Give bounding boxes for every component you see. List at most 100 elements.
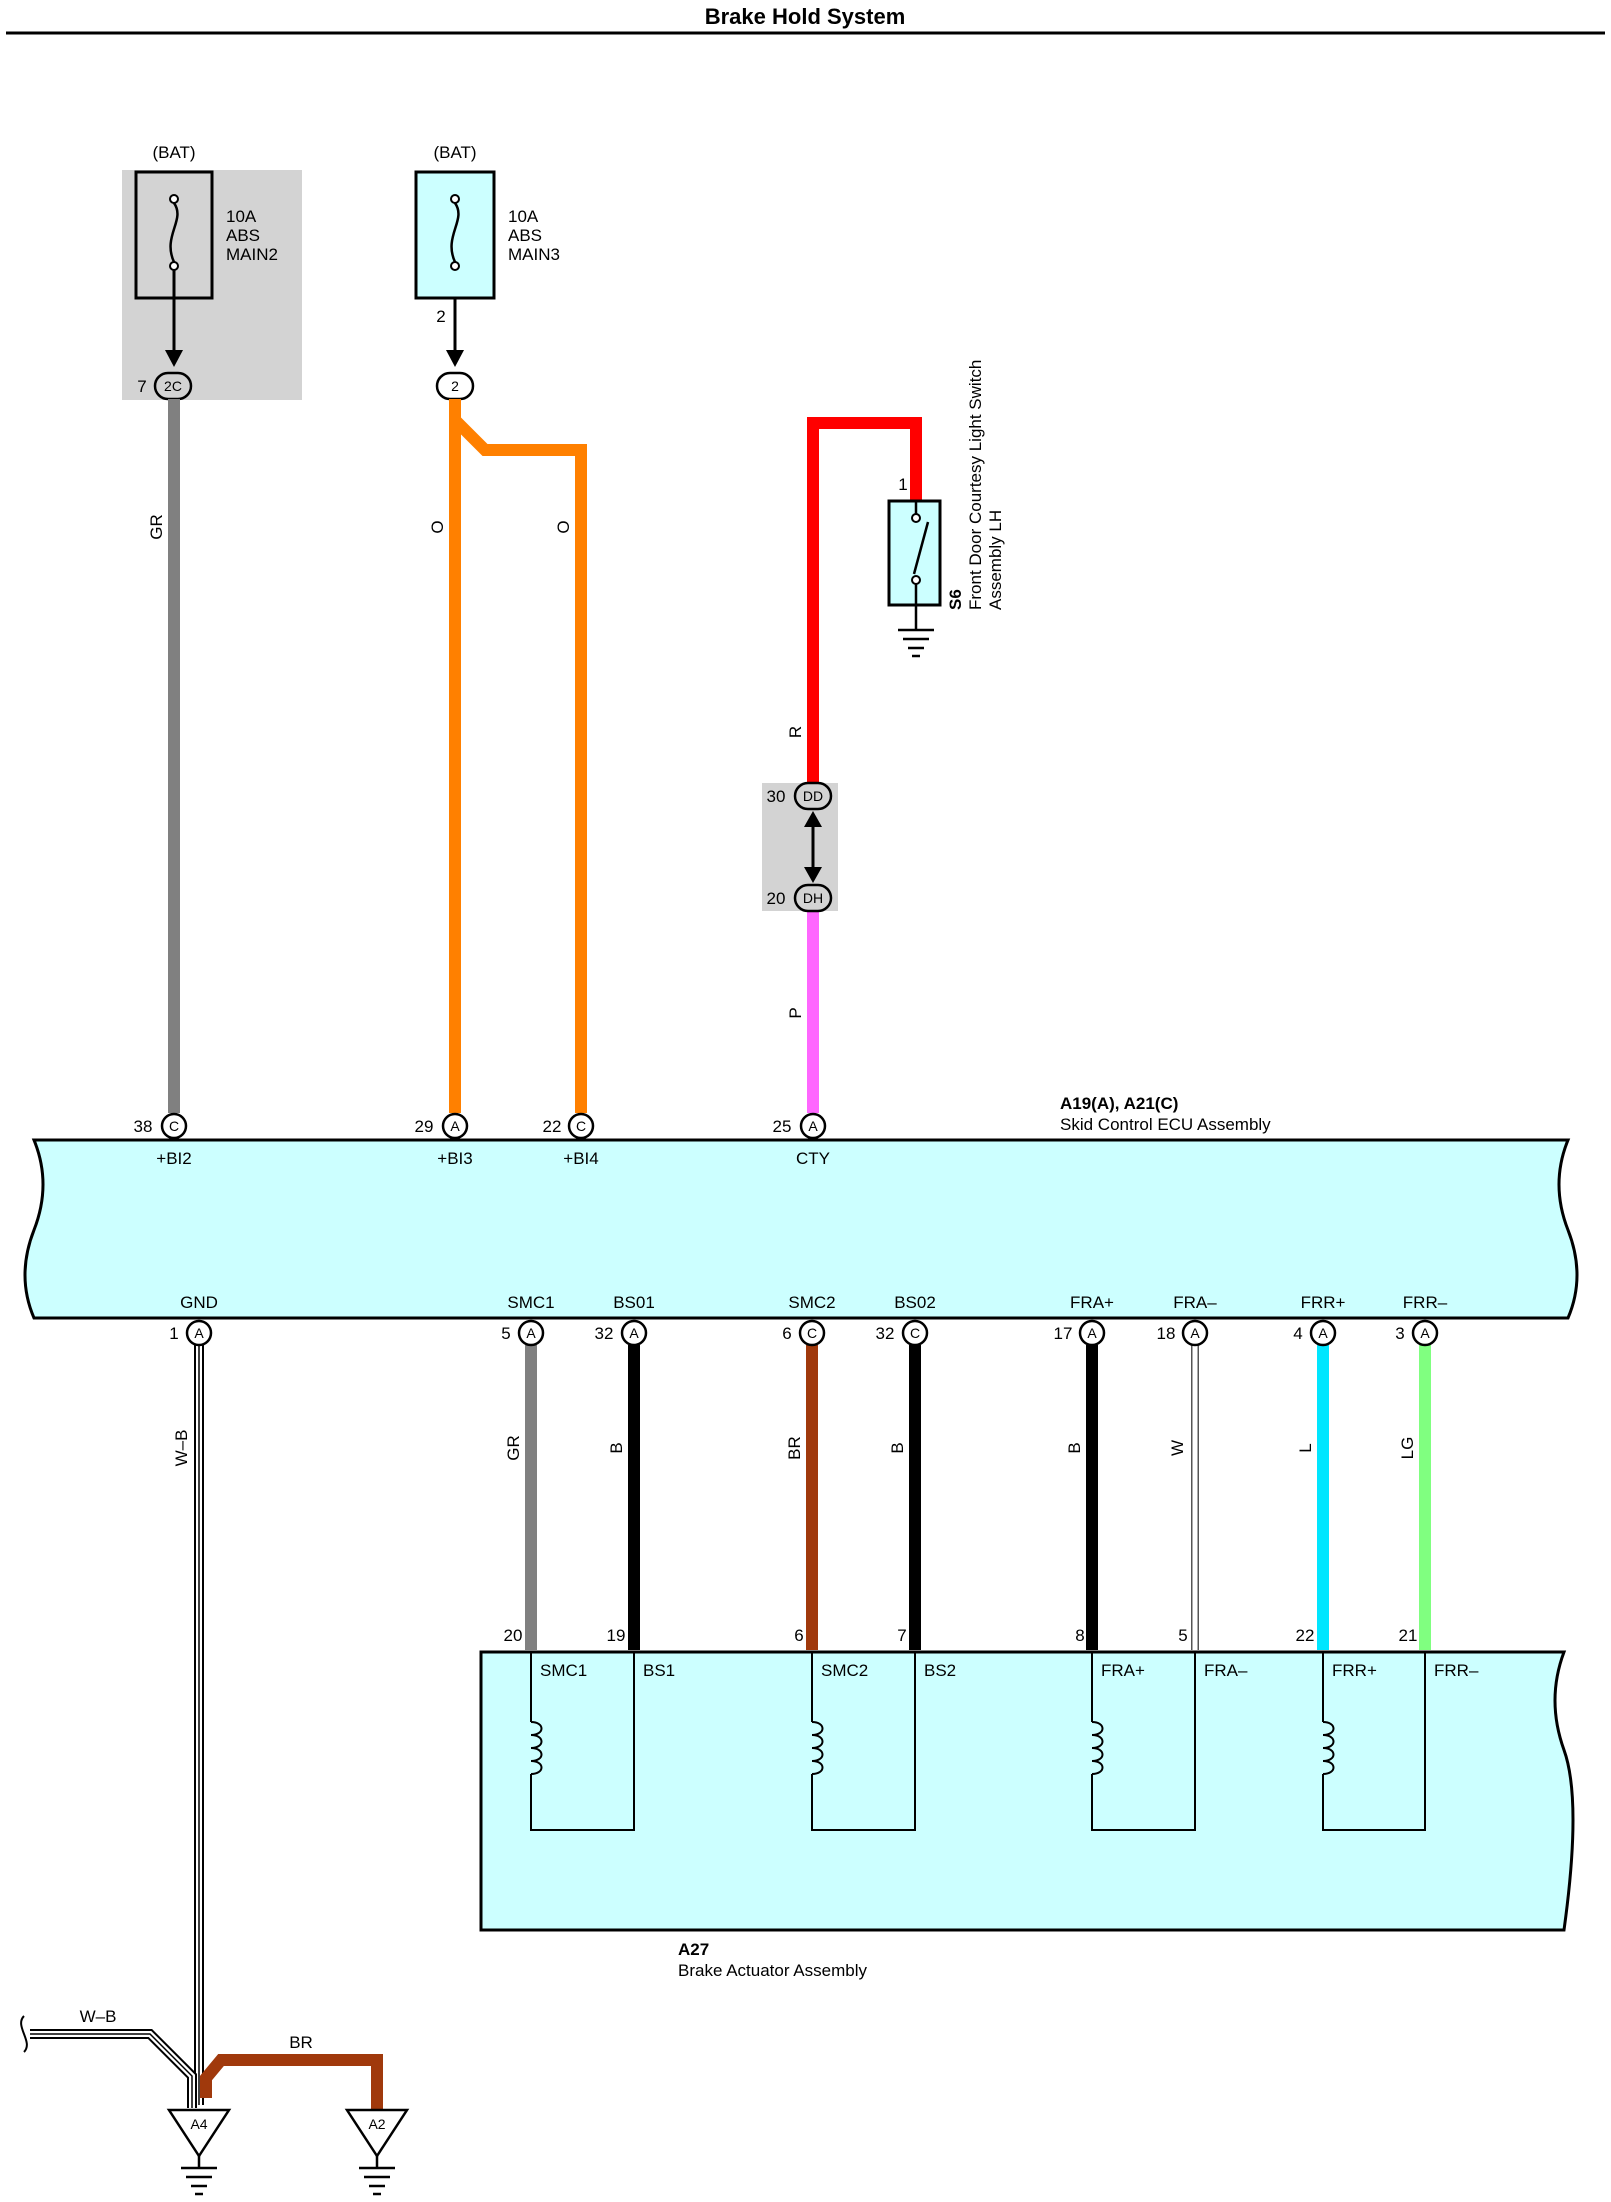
ecu-terminal-frr-minus-pin: 3 [1395, 1324, 1404, 1343]
ecu-terminal-smc2-name: SMC2 [788, 1293, 835, 1312]
wire-r-code: R [786, 726, 805, 738]
junction-bottom-pin: 20 [767, 889, 786, 908]
wire-o-bi3-bi4 [449, 399, 587, 1113]
ecu-terminal-bi3-pin: 29 [415, 1117, 434, 1136]
ground-point-a4-label: A4 [190, 2116, 207, 2132]
wire-b-bs02-code: B [888, 1442, 907, 1453]
fuse2-arrow [446, 350, 464, 367]
ecu-terminal-frr-plus: A 4 [1293, 1319, 1337, 1347]
ecu-terminal-cty-pin: 25 [773, 1117, 792, 1136]
ecu-name: Skid Control ECU Assembly [1060, 1115, 1271, 1134]
actuator-pin-frr-plus: 22 [1296, 1626, 1315, 1645]
fuse-abs-main3: (BAT) 10A ABS MAIN3 2 2 [414, 143, 560, 401]
wire-l-frr-plus-code: L [1296, 1443, 1315, 1452]
switch-pin: 1 [898, 475, 907, 494]
courtesy-light-switch: 1 S6 Front Door Courtesy Light Switch As… [887, 360, 1005, 658]
ecu-terminal-gnd-name: GND [180, 1293, 218, 1312]
junction-arrow-down [804, 867, 822, 883]
wire-p-code: P [786, 1007, 805, 1018]
fuse1-arrow [165, 350, 183, 367]
ecu-terminal-bi2-pin: 38 [134, 1117, 153, 1136]
ecu-terminal-fra-plus-pin: 17 [1054, 1324, 1073, 1343]
ground-a2-icon [359, 2166, 395, 2196]
ground-point-a4: A4 [166, 2108, 232, 2196]
ecu-terminal-bi3-conn: A [450, 1118, 460, 1134]
ecu-terminal-smc2-pin: 6 [782, 1324, 791, 1343]
wire-o-bi4-code: O [554, 520, 573, 533]
solenoid-smc2-bs2 [811, 1652, 916, 1831]
fuse1-name-line2: ABS [226, 226, 260, 245]
ecu-terminal-bi4-conn: C [576, 1118, 586, 1134]
ecu-terminal-bi2-name: +BI2 [156, 1149, 191, 1168]
junction-top-pin: 30 [767, 787, 786, 806]
ecu-terminal-smc1: A 5 [501, 1319, 545, 1347]
ecu-terminal-smc2-conn: C [807, 1325, 817, 1341]
ground-point-a2: A2 [344, 2108, 410, 2196]
ecu-terminal-bi3-name: +BI3 [437, 1149, 472, 1168]
ecu-terminal-gnd: A 1 [169, 1319, 213, 1347]
actuator-pin-fra-plus: 8 [1075, 1626, 1084, 1645]
fuse2-connector-code: 2 [451, 378, 459, 394]
fuse1-connector-code: 2C [164, 378, 182, 394]
ground-wire-left-code: W–B [80, 2007, 117, 2026]
actuator-terminal-frr-minus: FRR– [1434, 1661, 1479, 1680]
ecu-terminal-smc1-conn: A [526, 1325, 536, 1341]
fuse2-name-line2: ABS [508, 226, 542, 245]
ecu-terminal-frr-plus-conn: A [1318, 1325, 1328, 1341]
wire-br-smc2-code: BR [785, 1436, 804, 1460]
ecu-terminal-gnd-pin: 1 [169, 1324, 178, 1343]
ecu-terminal-bs02-name: BS02 [894, 1293, 936, 1312]
ecu-terminal-fra-plus-conn: A [1087, 1325, 1097, 1341]
switch-name-line2: Assembly LH [986, 510, 1005, 610]
ecu-terminal-bs01-conn: A [629, 1325, 639, 1341]
ecu-terminal-bi4-pin: 22 [543, 1117, 562, 1136]
wire-wb-code: W–B [172, 1430, 191, 1467]
ecu-terminal-frr-minus-name: FRR– [1403, 1293, 1448, 1312]
ecu-block [23, 1138, 1579, 1320]
ecu-terminal-bs01-name: BS01 [613, 1293, 655, 1312]
coil-icon [1091, 1721, 1104, 1775]
ecu-terminal-frr-minus: A 3 [1395, 1319, 1439, 1347]
fuse2-rating: 10A [508, 207, 539, 226]
actuator-pin-fra-minus: 5 [1178, 1626, 1187, 1645]
ground-wire-right-code: BR [289, 2033, 313, 2052]
actuator-pin-bs2: 7 [897, 1626, 906, 1645]
ecu-terminal-frr-plus-name: FRR+ [1301, 1293, 1346, 1312]
ecu-terminal-bs02-conn: C [910, 1325, 920, 1341]
fuse2-symbol [450, 202, 460, 263]
junction-arrow-up [804, 811, 822, 827]
solenoid-frr [1322, 1652, 1426, 1831]
page-title: Brake Hold System [705, 4, 906, 29]
ecu-terminal-fra-minus-conn: A [1190, 1325, 1200, 1341]
actuator-name: Brake Actuator Assembly [678, 1961, 867, 1980]
solenoid-fra [1091, 1652, 1196, 1831]
ecu-terminal-cty-name: CTY [796, 1149, 830, 1168]
solenoid-smc1-bs1 [530, 1652, 635, 1831]
fuse1-name-line3: MAIN2 [226, 245, 278, 264]
ecu-code: A19(A), A21(C) [1060, 1094, 1178, 1113]
ground-point-a2-label: A2 [368, 2116, 385, 2132]
actuator-block [479, 1650, 1575, 1932]
junction-bottom-code: DH [803, 890, 823, 906]
ecu-terminal-fra-minus: A 18 [1157, 1319, 1209, 1347]
ecu-terminal-smc2: C 6 [782, 1319, 826, 1347]
ecu-terminal-bs01-pin: 32 [595, 1324, 614, 1343]
ecu-terminal-bi4-name: +BI4 [563, 1149, 598, 1168]
actuator-terminal-bs1: BS1 [643, 1661, 675, 1680]
actuator-pin-smc2: 6 [794, 1626, 803, 1645]
wire-b-bs01-code: B [607, 1442, 626, 1453]
actuator-terminal-fra-minus: FRA– [1204, 1661, 1248, 1680]
ecu-terminal-frr-plus-pin: 4 [1293, 1324, 1302, 1343]
ecu-terminal-bi2-conn: C [169, 1118, 179, 1134]
actuator-terminal-frr-plus: FRR+ [1332, 1661, 1377, 1680]
ecu-terminal-bs02: C 32 [876, 1319, 929, 1347]
ecu-terminal-fra-minus-name: FRA– [1173, 1293, 1217, 1312]
wire-o-bi3-code: O [428, 520, 447, 533]
ecu-terminal-bs01: A 32 [595, 1319, 648, 1347]
ecu-terminal-fra-minus-pin: 18 [1157, 1324, 1176, 1343]
ground-a4-icon [181, 2166, 217, 2196]
fuse-abs-main2: (BAT) 10A ABS MAIN2 2C 7 [134, 143, 278, 401]
fuse2-body [414, 170, 496, 300]
junction-top-oval [793, 781, 833, 811]
